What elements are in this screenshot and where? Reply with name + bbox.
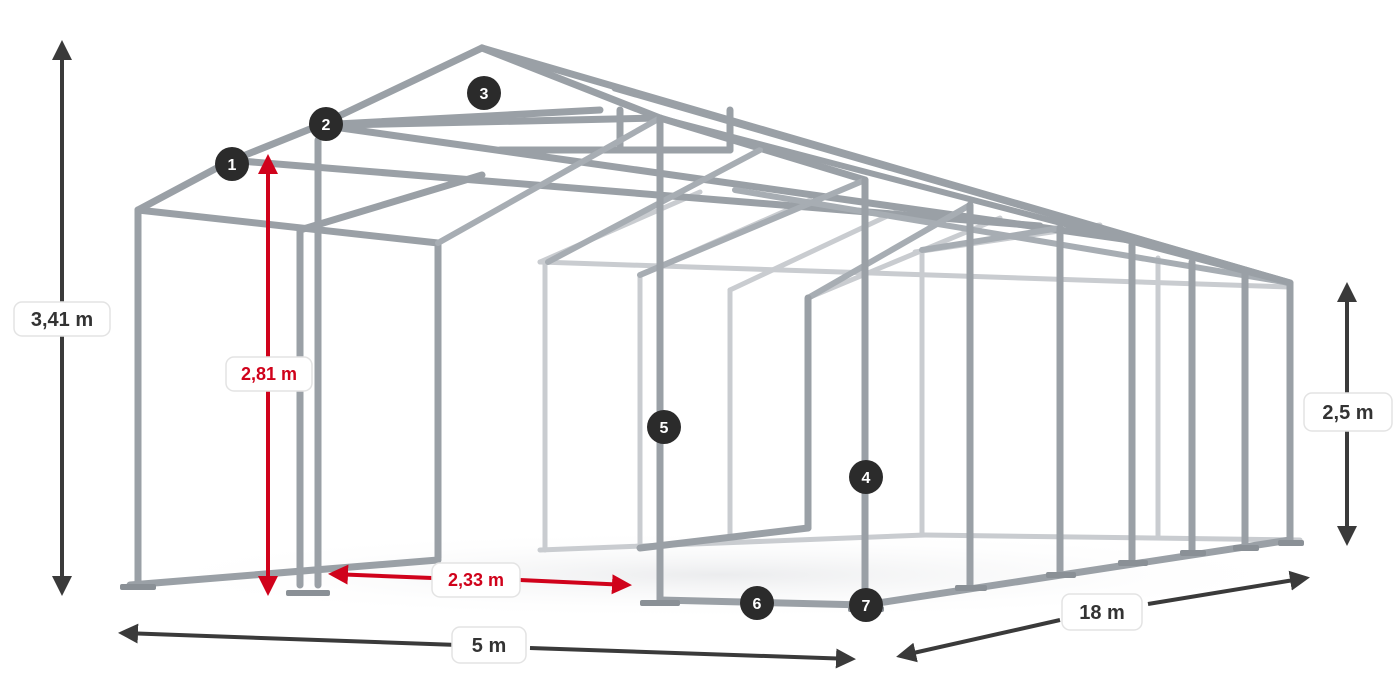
door-width-arrow-right xyxy=(519,574,632,595)
near-side-frame xyxy=(126,114,1294,609)
callout-5: 5 xyxy=(647,410,681,444)
callout-4: 4 xyxy=(849,460,883,494)
door-width-arrow-left xyxy=(328,564,433,585)
callout-2-text: 2 xyxy=(322,117,331,134)
floor-shadow xyxy=(120,530,1320,620)
callout-6-text: 6 xyxy=(753,596,762,613)
door-height-text: 2,81 m xyxy=(241,364,297,384)
length-text: 18 m xyxy=(1079,602,1125,624)
label-total-height: 3,41 m xyxy=(13,301,111,337)
side-height-text: 2,5 m xyxy=(1322,402,1373,424)
door-width-text: 2,33 m xyxy=(448,570,504,590)
width-text: 5 m xyxy=(472,635,506,657)
callout-1-text: 1 xyxy=(228,157,237,174)
near-rafters xyxy=(435,115,1293,301)
total-height-text: 3,41 m xyxy=(31,309,93,331)
label-door-width: 2,33 m xyxy=(431,562,521,598)
label-width: 5 m xyxy=(451,626,527,664)
length-arrow-left xyxy=(896,618,1061,663)
label-door-height: 2,81 m xyxy=(225,356,313,392)
callout-4-text: 4 xyxy=(862,470,871,487)
length-arrow-right xyxy=(1147,570,1310,606)
callout-7: 7 xyxy=(849,588,883,622)
front-gable xyxy=(134,44,869,589)
callout-3-text: 3 xyxy=(480,86,489,103)
label-side-height: 2,5 m xyxy=(1303,392,1393,432)
back-side-frame xyxy=(537,189,1303,553)
callout-3: 3 xyxy=(467,76,501,110)
width-arrow-right xyxy=(529,646,856,669)
callout-5-text: 5 xyxy=(660,420,669,437)
label-length: 18 m xyxy=(1061,593,1143,631)
tent-frame xyxy=(120,44,1304,612)
callout-7-text: 7 xyxy=(862,598,871,615)
callout-6: 6 xyxy=(740,586,774,620)
callout-1: 1 xyxy=(215,147,249,181)
width-arrow-left xyxy=(118,623,459,647)
callout-2: 2 xyxy=(309,107,343,141)
